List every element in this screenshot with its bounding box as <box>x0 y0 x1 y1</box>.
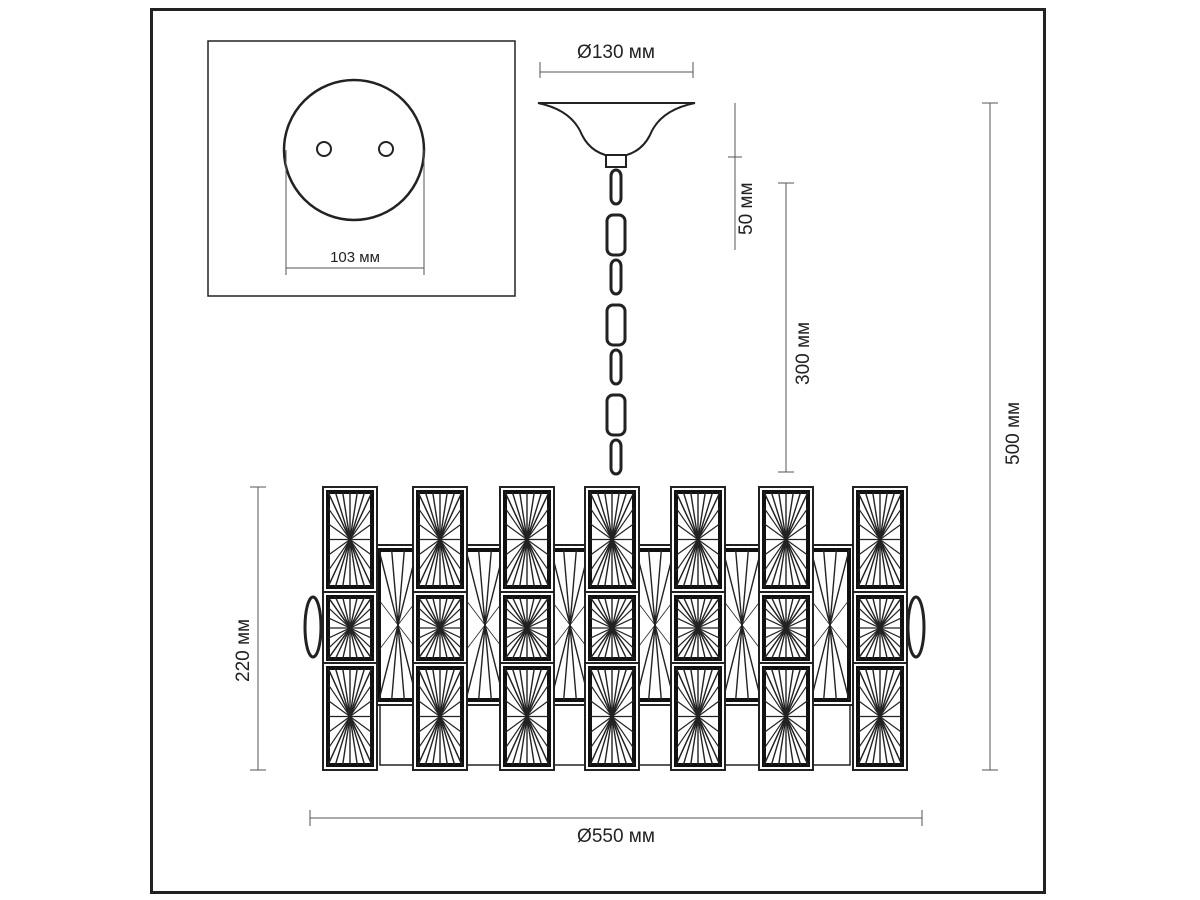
chandelier-body <box>303 486 926 771</box>
crystal <box>852 486 908 593</box>
crystal <box>499 662 555 771</box>
chain <box>605 168 627 476</box>
chain-link <box>605 303 627 347</box>
crystal <box>758 662 814 771</box>
chain-link <box>605 213 627 257</box>
crystal <box>584 662 640 771</box>
crystal <box>322 486 378 593</box>
side-ornament <box>303 595 323 659</box>
canopy-diameter-label: Ø130 мм <box>577 42 655 63</box>
mounting-plate <box>282 78 426 222</box>
chain-link <box>605 393 627 437</box>
mount-hole <box>378 141 394 157</box>
crystal <box>499 591 555 665</box>
chain-length-label: 300 мм <box>793 322 814 385</box>
crystal <box>670 662 726 771</box>
body-height-label: 220 мм <box>233 619 254 682</box>
crystal <box>412 486 468 593</box>
side-ornament <box>906 595 926 659</box>
chain-link <box>609 348 623 386</box>
chain-link <box>609 258 623 296</box>
crystal <box>670 591 726 665</box>
crystal <box>852 591 908 665</box>
hole-spacing-label: 103 мм <box>330 249 380 266</box>
crystal <box>499 486 555 593</box>
chain-link <box>609 168 623 206</box>
crystal <box>322 662 378 771</box>
dimension-body-height: 220 мм <box>233 486 266 771</box>
canopy: Ø130 мм <box>537 42 696 168</box>
crystal <box>758 591 814 665</box>
crystal <box>758 486 814 593</box>
mount-hole <box>316 141 332 157</box>
total-height-label: 500 мм <box>1003 402 1024 465</box>
crystal <box>852 662 908 771</box>
mounting-plate-inset: 103 мм <box>207 40 516 297</box>
canopy-height-label: 50 мм <box>736 182 757 235</box>
crystal <box>412 662 468 771</box>
body-diameter-label: Ø550 мм <box>577 826 655 847</box>
crystal <box>584 591 640 665</box>
dimension-total-height: 500 мм <box>982 102 1024 771</box>
dimension-canopy-height: 50 мм <box>728 103 757 250</box>
crystal <box>322 591 378 665</box>
drawing-frame <box>150 8 1046 894</box>
chain-link <box>609 438 623 476</box>
crystal <box>584 486 640 593</box>
dimension-body-diameter: Ø550 мм <box>309 810 923 847</box>
crystal <box>670 486 726 593</box>
crystal <box>412 591 468 665</box>
dimension-chain-length: 300 мм <box>778 182 814 473</box>
